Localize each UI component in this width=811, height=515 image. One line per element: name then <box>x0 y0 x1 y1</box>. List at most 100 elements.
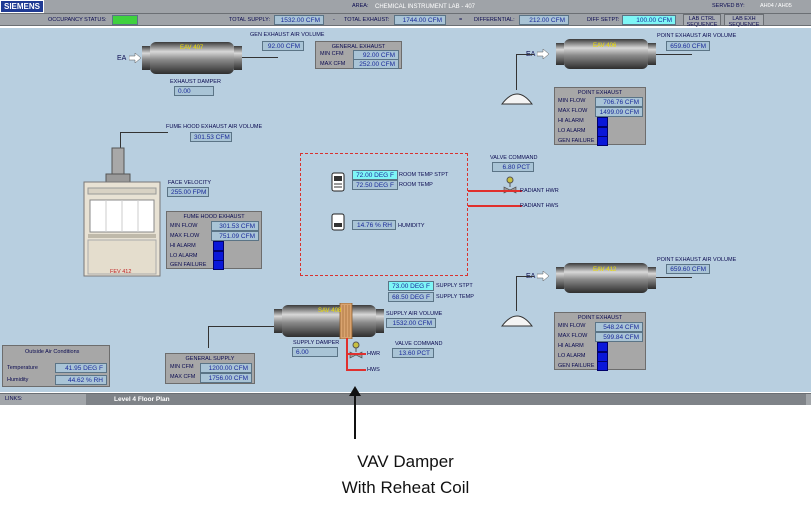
point-exhaust-top-max-label: MAX FLOW <box>558 108 588 114</box>
point-exhaust-top-air-volume-label: POINT EXHAUST AIR VOLUME <box>657 33 737 39</box>
fume-hood-min-value: 301.53 CFM <box>211 221 259 231</box>
room-valve-command-label: VALVE COMMAND <box>490 155 538 161</box>
occupancy-label: OCCUPANCY STATUS: <box>48 17 107 23</box>
supply-damper-value: 6.00 <box>292 347 338 357</box>
point-exhaust-bottom-hi-alarm <box>597 342 608 352</box>
ea-arrow-icon <box>537 271 549 281</box>
point-exhaust-top-gen-failure-label: GEN FAILURE <box>558 138 595 144</box>
total-exhaust-value: 1744.00 CFM <box>394 15 446 25</box>
gen-exhaust-air-volume-label: GEN EXHAUST AIR VOLUME <box>250 32 325 38</box>
sav-408-label: SAV 408 <box>318 308 342 314</box>
point-exhaust-bottom-pipe <box>656 277 692 278</box>
eav-407-unit[interactable] <box>142 40 242 76</box>
outside-air-humidity-value: 44.62 % RH <box>55 375 107 385</box>
fume-hood-icon[interactable] <box>82 146 162 278</box>
total-exhaust-label: TOTAL EXHAUST: <box>344 17 390 23</box>
lab-ctrl-sequence-button[interactable]: LAB CTRL SEQUENCE <box>683 14 721 28</box>
gen-exhaust-ea-label: EA <box>117 55 127 62</box>
served-by-value: AH04 / AH05 <box>760 3 792 9</box>
point-exhaust-bottom-max-label: MAX FLOW <box>558 333 588 339</box>
point-exhaust-bottom-title: POINT EXHAUST <box>577 315 623 321</box>
point-exhaust-bottom-gen-failure <box>597 361 608 371</box>
room-temp-stpt-value: 72.00 DEG F <box>352 170 398 180</box>
ea-arrow-icon <box>129 53 141 63</box>
callout-line1: VAV Damper <box>357 452 454 471</box>
outside-air-temp-label: Temperature <box>7 365 38 371</box>
fume-hood-id-label: FEV 412 <box>110 269 132 275</box>
occupancy-value: OCC <box>112 15 138 25</box>
callout-arrow-shaft <box>354 393 356 439</box>
outside-air-humidity-label: Humidity <box>7 377 29 383</box>
eav-407-label: EAV 407 <box>180 45 204 51</box>
gen-exhaust-max-label: MAX CFM <box>320 61 346 67</box>
status-bar: OCCUPANCY STATUS: OCC TOTAL SUPPLY: 1532… <box>0 14 811 28</box>
lab-ctrl-line1: LAB CTRL <box>688 16 716 22</box>
point-exhaust-top-hi-alarm-label: HI ALARM <box>558 118 584 124</box>
differential-value: 212.00 CFM <box>519 15 569 25</box>
fume-hood-exhaust-panel: FUME HOOD EXHAUST MIN FLOW 301.53 CFM MA… <box>166 211 262 270</box>
eav-412-unit[interactable] <box>556 262 656 294</box>
supply-damper-label: SUPPLY DAMPER <box>293 340 340 346</box>
fume-hood-hi-alarm <box>213 241 224 251</box>
callout-line2: With Reheat Coil <box>341 478 470 497</box>
fume-hood-duct-v <box>120 132 121 152</box>
supply-valve-command-label: VALVE COMMAND <box>395 341 443 347</box>
gen-exhaust-max-value: 252.00 CFM <box>353 59 399 69</box>
level-4-floor-plan-link[interactable]: Level 4 Floor Plan <box>86 394 806 405</box>
equals-sign: = <box>459 17 463 23</box>
point-exhaust-top-pipe <box>656 54 692 55</box>
humidity-sensor-icon <box>331 213 345 231</box>
total-supply-value: 1532.00 CFM <box>274 15 324 25</box>
point-exhaust-bottom-panel: POINT EXHAUST MIN FLOW 548.24 CFM MAX FL… <box>554 312 646 371</box>
general-exhaust-panel: GENERAL EXHAUST MIN CFM 92.00 CFM MAX CF… <box>315 41 402 69</box>
radiant-hwr-pipe <box>468 190 522 192</box>
point-exhaust-top-title: POINT EXHAUST <box>577 90 623 96</box>
point-exhaust-bottom-air-volume-value: 659.60 CFM <box>666 264 710 274</box>
room-temp-value: 72.50 DEG F <box>352 180 398 190</box>
gen-exhaust-air-volume-value: 92.00 CFM <box>262 41 304 51</box>
point-exhaust-bottom-min-label: MIN FLOW <box>558 323 586 329</box>
point-exhaust-top-min-value: 706.76 CFM <box>595 97 643 107</box>
supply-valve-command-value: 13.60 PCT <box>392 348 434 358</box>
supply-air-volume-value: 1532.00 CFM <box>386 318 436 328</box>
point-exhaust-top-min-label: MIN FLOW <box>558 98 586 104</box>
snorkel-hood-icon <box>500 93 534 105</box>
fume-hood-max-value: 751.09 CFM <box>211 231 259 241</box>
point-exhaust-top-hi-alarm <box>597 117 608 127</box>
face-velocity-value: 255.00 FPM <box>167 187 209 197</box>
point-exhaust-bottom-lo-alarm-label: LO ALARM <box>558 353 586 359</box>
point-exhaust-top-panel: POINT EXHAUST MIN FLOW 706.76 CFM MAX FL… <box>554 87 646 146</box>
supply-inlet-duct-h <box>208 326 274 327</box>
links-label: LINKS: <box>5 396 23 402</box>
supply-stpt-value: 73.00 DEG F <box>388 281 434 291</box>
eav-406-label: EAV 406 <box>593 43 617 49</box>
room-zone-box <box>300 153 468 276</box>
eav-406-unit[interactable] <box>556 38 656 70</box>
point-exhaust-top-max-value: 1499.09 CFM <box>595 107 643 117</box>
reheat-valve-icon[interactable] <box>349 341 363 359</box>
supply-max-value: 1756.00 CFM <box>200 373 252 383</box>
fume-hood-gen-failure <box>213 260 224 270</box>
hws-label: HWS <box>367 367 380 373</box>
general-exhaust-title: GENERAL EXHAUST <box>331 44 386 50</box>
diff-setpt-label: DIFF SETPT: <box>587 17 620 23</box>
point-exhaust-bottom-duct-h <box>516 276 534 277</box>
humidity-label: HUMIDITY <box>398 223 425 229</box>
point-exhaust-top-air-volume-value: 659.60 CFM <box>666 41 710 51</box>
supply-min-value: 1200.00 CFM <box>200 363 252 373</box>
links-bar: LINKS: Level 4 Floor Plan <box>0 393 811 405</box>
fume-hood-hi-alarm-label: HI ALARM <box>170 243 196 249</box>
thermostat-icon <box>331 172 345 192</box>
point-exhaust-bottom-max-value: 599.84 CFM <box>595 332 643 342</box>
lab-exh-sequence-button[interactable]: LAB EXH SEQUENCE <box>724 14 764 28</box>
sav-408-unit[interactable] <box>274 303 384 339</box>
differential-label: DIFFERENTIAL: <box>474 17 515 23</box>
gen-exhaust-min-label: MIN CFM <box>320 51 344 57</box>
point-exhaust-top-gen-failure <box>597 136 608 146</box>
gen-exhaust-pipe <box>242 57 278 58</box>
radiant-valve-icon[interactable] <box>503 176 517 194</box>
hwr-label: HWR <box>367 351 381 357</box>
siemens-logo: SIEMENS <box>0 0 44 13</box>
fume-hood-duct-h <box>120 132 168 133</box>
room-temp-stpt-label: ROOM TEMP STPT <box>399 172 449 178</box>
